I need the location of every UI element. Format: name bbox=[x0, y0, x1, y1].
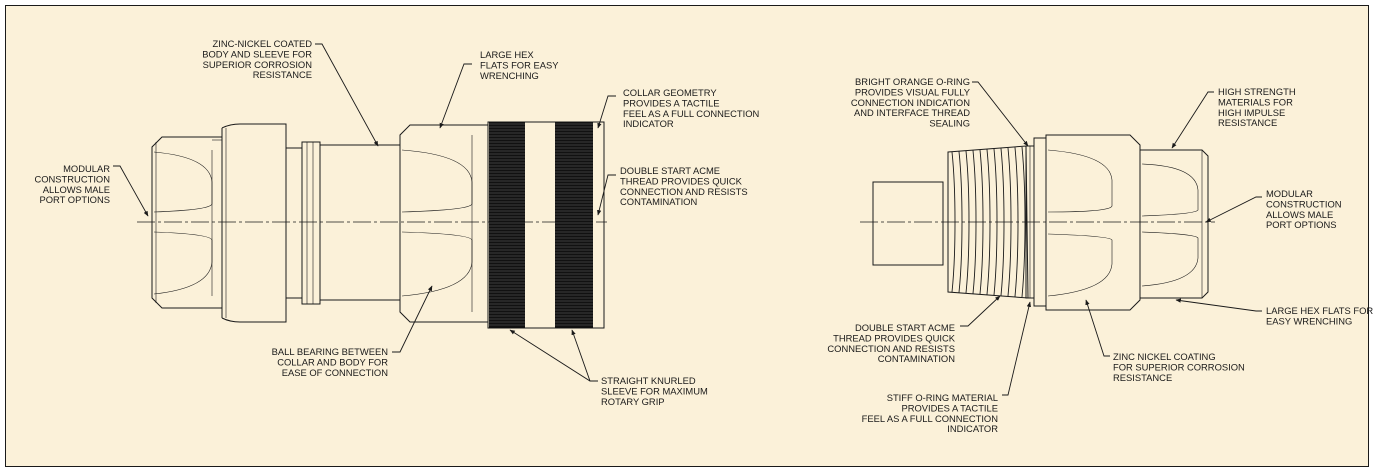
knurl-band-b bbox=[555, 122, 593, 328]
right-end-port bbox=[1139, 149, 1209, 299]
callout-line: INDICATOR bbox=[623, 118, 674, 129]
sheet-background bbox=[5, 5, 1369, 467]
callout-line: COLLAR AND BODY FOR bbox=[277, 356, 388, 367]
callout-line: RESISTANCE bbox=[1113, 372, 1172, 383]
right-fitting-drawing bbox=[860, 134, 1215, 311]
callout-line: CONSTRUCTION bbox=[1266, 198, 1342, 209]
right-nose bbox=[872, 181, 944, 266]
callout-line: DOUBLE START ACME bbox=[620, 165, 720, 176]
callout-line: BALL BEARING BETWEEN bbox=[272, 346, 388, 357]
callout-line: ROTARY GRIP bbox=[601, 396, 665, 407]
knurl-band-a bbox=[489, 122, 525, 328]
callout-line: PROVIDES VISUAL FULLY bbox=[855, 86, 971, 97]
leader-lines bbox=[113, 43, 1262, 396]
callout-line: FEEL AS A FULL CONNECTION bbox=[862, 413, 998, 424]
callout-line: WRENCHING bbox=[480, 70, 539, 81]
callout-line: ALLOWS MALE bbox=[1266, 209, 1333, 220]
callout-line: MODULAR bbox=[63, 163, 110, 174]
callout-line: COLLAR GEOMETRY bbox=[623, 87, 717, 98]
callout-line: MODULAR bbox=[1266, 188, 1313, 199]
callout-line: PORT OPTIONS bbox=[40, 194, 111, 205]
callout-line: LARGE HEX FLATS FOR bbox=[1266, 305, 1373, 316]
callout-line: CONTAMINATION bbox=[620, 196, 697, 207]
callout-line: AND INTERFACE THREAD bbox=[854, 107, 970, 118]
callout-line: STRAIGHT KNURLED bbox=[601, 375, 696, 386]
callout-line: INDICATOR bbox=[947, 423, 998, 434]
callout-line: ALLOWS MALE bbox=[43, 184, 110, 195]
callout-line: CONSTRUCTION bbox=[34, 173, 110, 184]
callout-line: PORT OPTIONS bbox=[1266, 219, 1337, 230]
callout-line: STIFF O-RING MATERIAL bbox=[887, 392, 998, 403]
callout-line: BRIGHT ORANGE O-RING bbox=[855, 76, 970, 87]
callout-line: EASY WRENCHING bbox=[1266, 315, 1352, 326]
callout-line: FOR SUPERIOR CORROSION bbox=[1113, 361, 1245, 372]
callout-line: PROVIDES A TACTILE bbox=[901, 402, 998, 413]
callout-line: RESISTANCE bbox=[253, 69, 312, 80]
thread-texture bbox=[951, 146, 1026, 298]
callout-line: SUPERIOR CORROSION bbox=[203, 59, 312, 70]
callout-line: MATERIALS FOR bbox=[1218, 96, 1293, 107]
callout-line: ZINC NICKEL COATING bbox=[1113, 351, 1216, 362]
callout-line: HIGH IMPULSE bbox=[1218, 107, 1285, 118]
callout-line: RESISTANCE bbox=[1218, 117, 1277, 128]
callout-line: CONTAMINATION bbox=[878, 353, 955, 364]
callout-line: CONNECTION AND RESISTS bbox=[827, 343, 955, 354]
left-sleeve bbox=[487, 121, 605, 329]
callout-line: SEALING bbox=[929, 118, 970, 129]
callout-line: FEEL AS A FULL CONNECTION bbox=[623, 108, 759, 119]
callout-line: FLATS FOR EASY bbox=[480, 59, 559, 70]
callout-line: CONNECTION AND RESISTS bbox=[620, 186, 748, 197]
callout-line: ZINC-NICKEL COATED bbox=[213, 38, 313, 49]
callout-line: THREAD PROVIDES QUICK bbox=[620, 175, 743, 186]
callout-line: EASE OF CONNECTION bbox=[282, 367, 388, 378]
callout-line: HIGH STRENGTH bbox=[1218, 86, 1296, 97]
right-hex-body bbox=[1045, 134, 1141, 311]
left-fitting-drawing bbox=[137, 121, 607, 329]
callout-line: DOUBLE START ACME bbox=[855, 322, 955, 333]
callout-line: PROVIDES A TACTILE bbox=[623, 97, 720, 108]
knurl-texture bbox=[489, 123, 593, 326]
callout-line: LARGE HEX bbox=[480, 49, 534, 60]
callout-line: CONNECTION INDICATION bbox=[851, 97, 970, 108]
callout-line: SLEEVE FOR MAXIMUM bbox=[601, 385, 708, 396]
callout-line: BODY AND SLEEVE FOR bbox=[202, 48, 312, 59]
callout-line: THREAD PROVIDES QUICK bbox=[833, 332, 956, 343]
